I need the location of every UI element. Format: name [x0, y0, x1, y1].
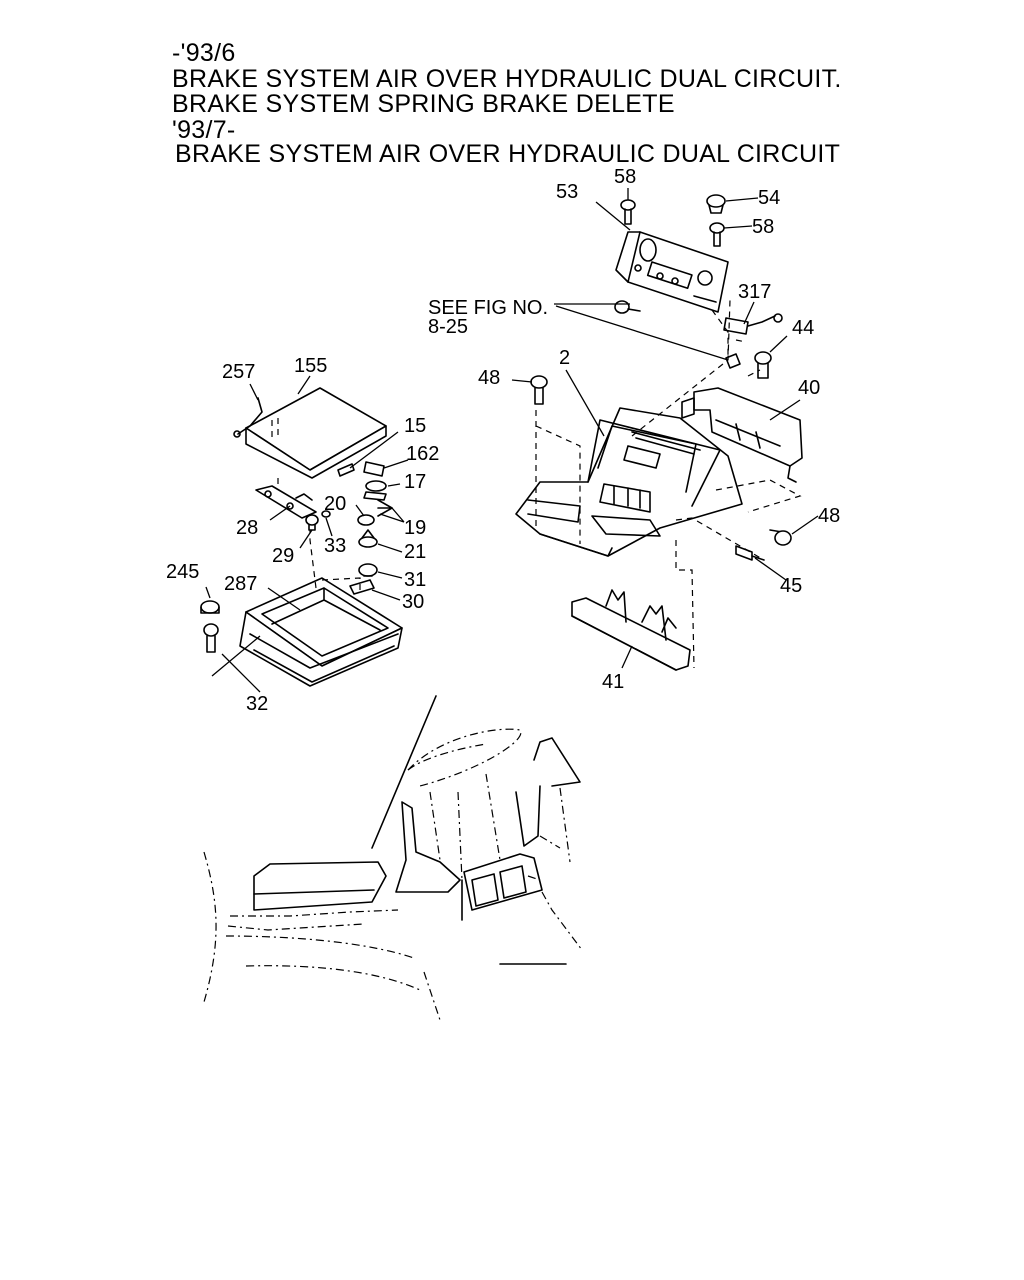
callout-287: 287: [224, 573, 257, 595]
callout-2: 2: [559, 347, 570, 369]
clip-54: [706, 194, 726, 214]
callout-33: 33: [324, 535, 346, 557]
header-line-1: -'93/6: [172, 39, 236, 67]
callout-162: 162: [406, 443, 439, 465]
cab-overview: [203, 695, 583, 1021]
callout-32: 32: [246, 693, 268, 715]
callout-41: 41: [602, 671, 624, 693]
callout-48-left: 48: [478, 367, 500, 389]
bolt-32: [203, 623, 219, 653]
main-console: [515, 407, 743, 557]
callout-31: 31: [404, 569, 426, 591]
small-parts-stack: [337, 461, 393, 595]
callout-44: 44: [792, 317, 814, 339]
callout-58-top: 58: [614, 166, 636, 188]
callout-48-right: 48: [818, 505, 840, 527]
screw-48-left: [530, 375, 548, 405]
diagram-header: -'93/6 BRAKE SYSTEM AIR OVER HYDRAULIC D…: [172, 39, 842, 168]
reference-line-2: 8-25: [428, 316, 468, 338]
callout-45: 45: [780, 575, 802, 597]
callout-28: 28: [236, 517, 258, 539]
harness-connector: [723, 313, 783, 335]
bolt-44: [754, 351, 772, 379]
callout-19: 19: [404, 517, 426, 539]
leader-lines: [205, 188, 819, 693]
callout-155: 155: [294, 355, 327, 377]
screw-45: [735, 545, 765, 561]
callout-21: 21: [404, 541, 426, 563]
callout-15: 15: [404, 415, 426, 437]
callout-40: 40: [798, 377, 820, 399]
header-line-2: BRAKE SYSTEM AIR OVER HYDRAULIC DUAL CIR…: [172, 65, 842, 93]
latch-plate: [255, 485, 331, 531]
callout-317: 317: [738, 281, 771, 303]
lower-bracket-41: [571, 589, 691, 671]
callout-53: 53: [556, 181, 578, 203]
callout-58-side: 58: [752, 216, 774, 238]
figure-reference: SEE FIG NO. 8-25: [428, 297, 548, 338]
callout-245: 245: [166, 561, 199, 583]
callout-257: 257: [222, 361, 255, 383]
callout-29: 29: [272, 545, 294, 567]
screw-48-right: [769, 529, 792, 546]
header-line-3: BRAKE SYSTEM SPRING BRAKE DELETE: [172, 90, 675, 118]
bracket-40: [681, 387, 803, 483]
cap-245: [200, 600, 220, 614]
storage-box: [239, 577, 403, 687]
callout-54: 54: [758, 187, 780, 209]
meter-panel: [615, 231, 729, 313]
header-line-5: BRAKE SYSTEM AIR OVER HYDRAULIC DUAL CIR…: [175, 140, 840, 168]
callout-30: 30: [402, 591, 424, 613]
callout-labels: 58 53 54 58 317 44 2 48 40 48 45 41 257 …: [166, 166, 840, 715]
armrest-lid: [245, 387, 387, 479]
hinge-257: [233, 397, 263, 438]
screw-58-top: [620, 199, 636, 225]
header-line-4: '93/7-: [172, 116, 236, 144]
callout-17: 17: [404, 471, 426, 493]
screw-58-side: [709, 222, 725, 247]
callout-20: 20: [324, 493, 346, 515]
reference-line-1: SEE FIG NO.: [428, 297, 548, 319]
